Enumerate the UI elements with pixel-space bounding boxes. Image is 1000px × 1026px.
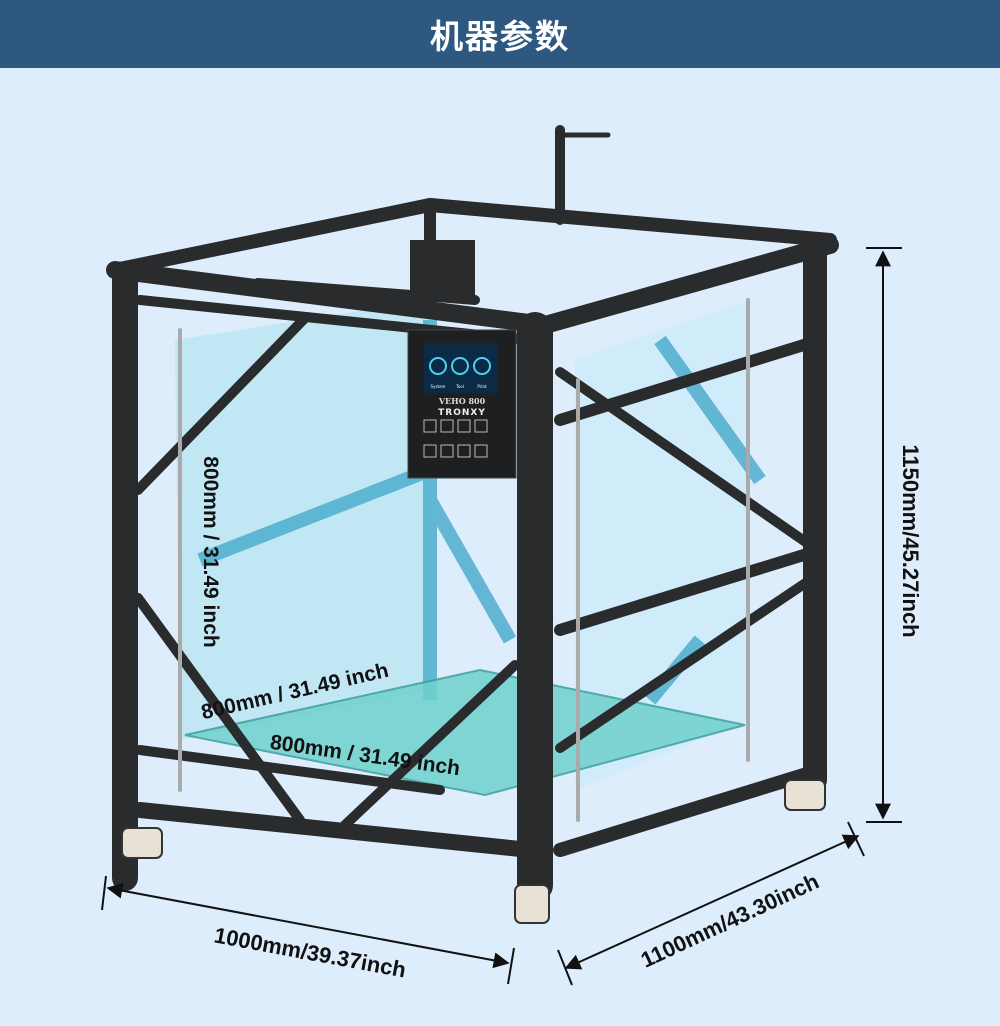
print-head [410, 240, 475, 300]
screen-label-system: System [431, 384, 446, 389]
page-title: 机器参数 [430, 17, 570, 56]
dimension-lines [101, 247, 902, 986]
height-dimension-label: 1150mm/45.27inch [898, 444, 923, 638]
caster-wheels [121, 779, 826, 924]
right-glass-panel [575, 300, 750, 790]
build-z-label: 800mm / 31.49 inch [199, 456, 222, 648]
printer-frame [106, 125, 839, 903]
build-plate [184, 668, 746, 797]
touchscreen [424, 343, 497, 393]
screen-label-print: Print [477, 384, 487, 389]
page-header: 机器参数 [0, 0, 1000, 68]
model-label: VEHO 800 [438, 396, 486, 406]
screen-label-tool: Tool [455, 384, 464, 389]
brand-logo: TRONXY [438, 408, 486, 418]
